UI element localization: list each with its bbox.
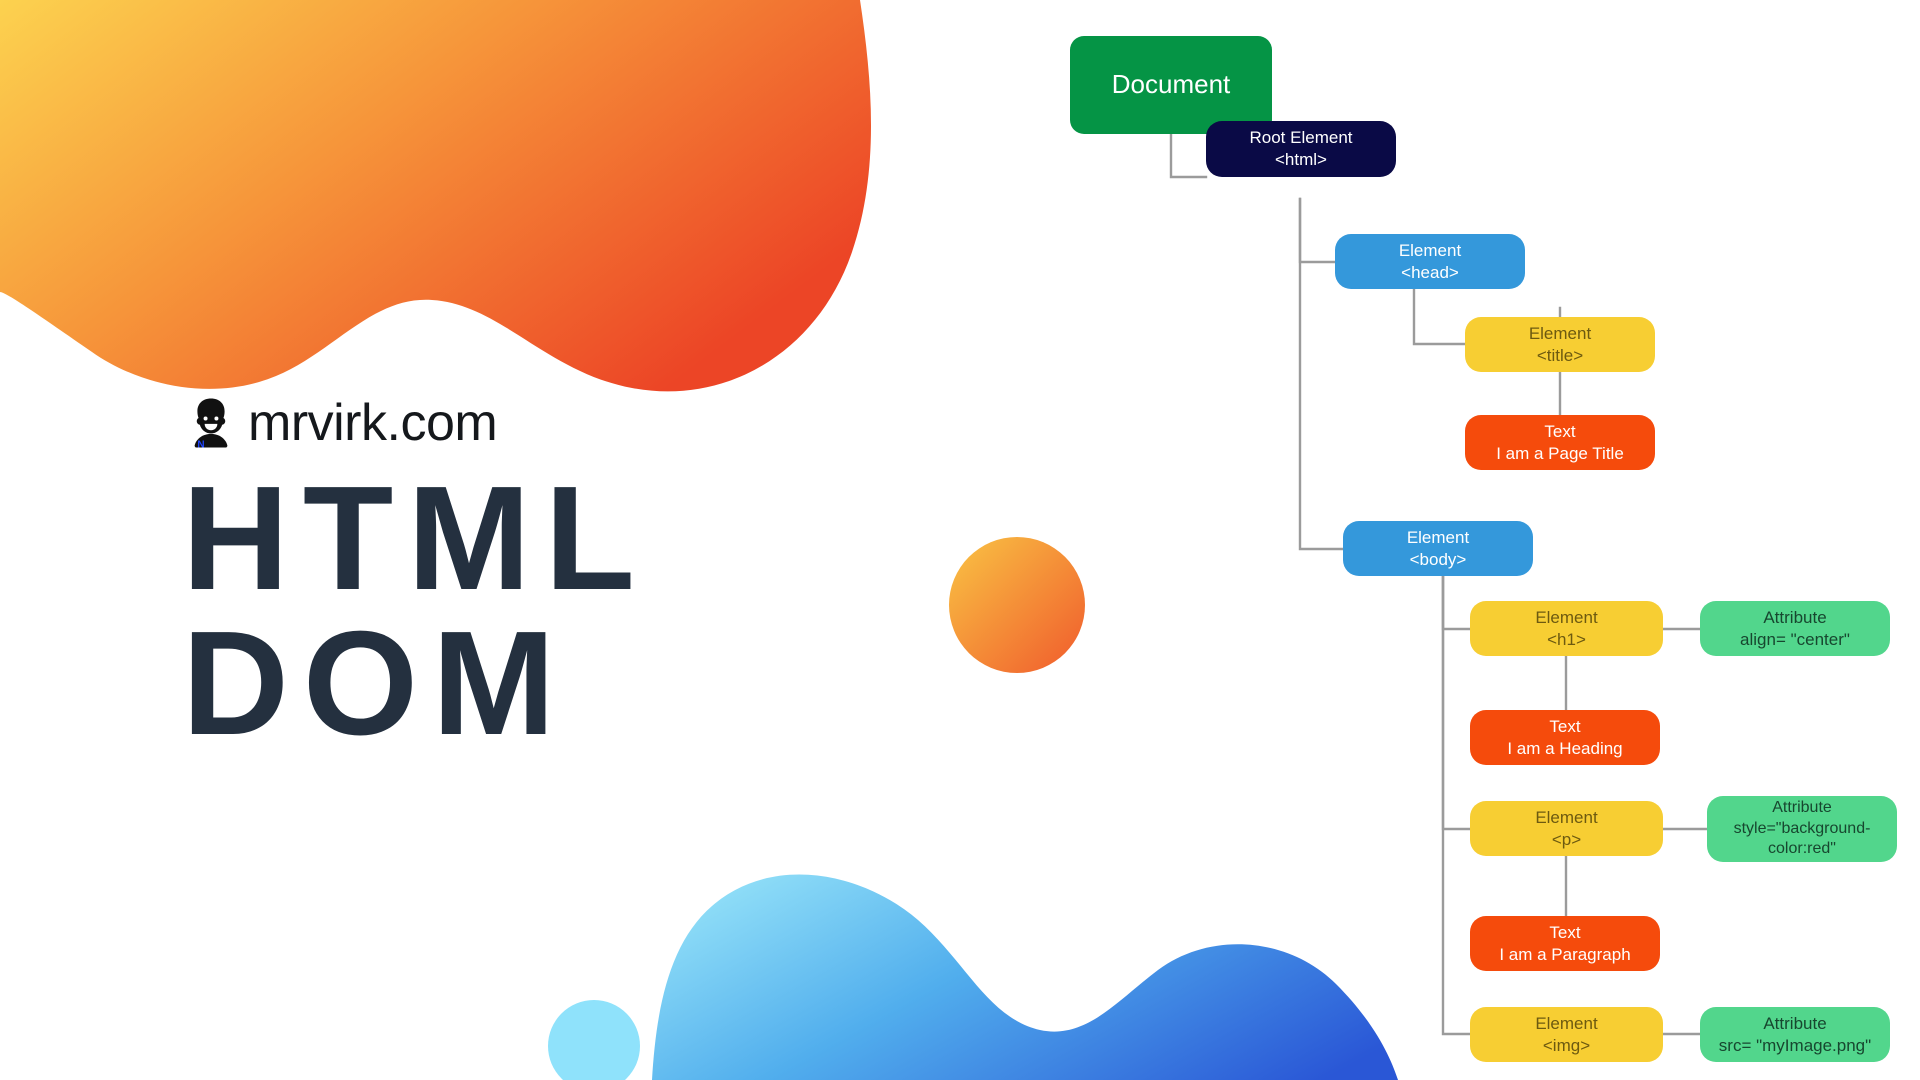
node-line-1: Document bbox=[1111, 69, 1231, 100]
node-line-2: <p> bbox=[1551, 829, 1582, 849]
node-line-2: I am a Paragraph bbox=[1499, 944, 1631, 964]
tree-node-head[interactable]: Element <head> bbox=[1335, 234, 1525, 289]
tree-node-html[interactable]: Root Element <html> bbox=[1206, 121, 1396, 177]
node-line-1: Text bbox=[1544, 421, 1576, 441]
node-line-1: Attribute bbox=[1763, 607, 1827, 627]
node-line-2: <body> bbox=[1409, 549, 1467, 569]
tree-node-title[interactable]: Element <title> bbox=[1465, 317, 1655, 372]
tree-node-h1-attribute[interactable]: Attribute align= "center" bbox=[1700, 601, 1890, 656]
logo-wordmark: mrvirk.com bbox=[248, 394, 498, 452]
node-line-1: Element bbox=[1398, 240, 1462, 260]
node-line-2: src= "myImage.png" bbox=[1718, 1035, 1872, 1055]
node-line-1: Attribute bbox=[1763, 1013, 1827, 1033]
tree-node-p[interactable]: Element <p> bbox=[1470, 801, 1663, 856]
tree-node-h1[interactable]: Element <h1> bbox=[1470, 601, 1663, 656]
node-line-2: <html> bbox=[1275, 150, 1327, 169]
branding-block: N mrvirk.com HTML DOM bbox=[182, 392, 822, 767]
tree-node-title-text[interactable]: Text I am a Page Title bbox=[1465, 415, 1655, 470]
node-line-2: <title> bbox=[1536, 345, 1584, 365]
tree-node-p-text[interactable]: Text I am a Paragraph bbox=[1470, 916, 1660, 971]
node-line-1: Root Element bbox=[1249, 128, 1353, 148]
node-line-2: <h1> bbox=[1547, 629, 1586, 649]
svg-text:N: N bbox=[197, 439, 204, 450]
tree-node-img-attribute[interactable]: Attribute src= "myImage.png" bbox=[1700, 1007, 1890, 1062]
node-line-2: align= "center" bbox=[1740, 629, 1850, 649]
page-title: HTML DOM bbox=[182, 456, 649, 767]
node-line-1: Text bbox=[1549, 922, 1581, 942]
node-line-1: Text bbox=[1549, 716, 1581, 736]
tree-node-body[interactable]: Element <body> bbox=[1343, 521, 1533, 576]
node-line-2: I am a Page Title bbox=[1496, 443, 1624, 463]
node-line-1: Element bbox=[1535, 1013, 1598, 1033]
tree-node-img[interactable]: Element <img> bbox=[1470, 1007, 1663, 1062]
node-line-2: I am a Heading bbox=[1507, 738, 1623, 758]
person-avatar-icon: N bbox=[182, 394, 240, 452]
node-line-2: <head> bbox=[1401, 262, 1459, 282]
node-line-2: style="background-color:red" bbox=[1733, 819, 1871, 858]
tree-node-document[interactable]: Document bbox=[1070, 36, 1272, 134]
node-line-1: Element bbox=[1406, 527, 1470, 547]
node-line-1: Element bbox=[1535, 807, 1598, 827]
tree-node-p-attribute[interactable]: Attribute style="background-color:red" bbox=[1707, 796, 1897, 862]
node-line-1: Element bbox=[1535, 607, 1598, 627]
site-logo[interactable]: N mrvirk.com bbox=[182, 392, 822, 454]
node-line-1: Element bbox=[1528, 323, 1592, 343]
tree-node-h1-text[interactable]: Text I am a Heading bbox=[1470, 710, 1660, 765]
node-line-1: Attribute bbox=[1772, 799, 1832, 817]
node-line-2: <img> bbox=[1542, 1035, 1591, 1055]
